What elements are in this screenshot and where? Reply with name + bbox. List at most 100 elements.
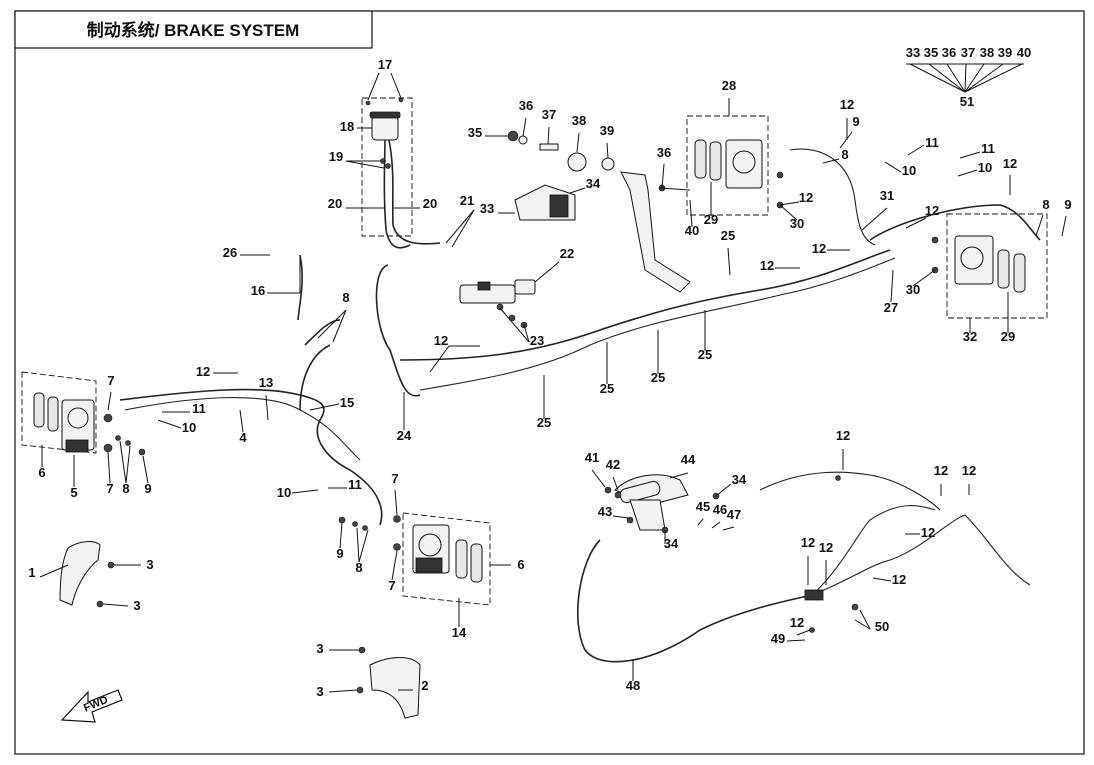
callout-c15: 15 bbox=[340, 395, 354, 410]
rear-caliper-group-32 bbox=[931, 213, 1048, 319]
reservoir-group bbox=[361, 97, 441, 249]
leader-line bbox=[591, 469, 606, 488]
callout-c25a: 25 bbox=[721, 228, 735, 243]
callout-c20a: 20 bbox=[328, 196, 342, 211]
callout-c4: 4 bbox=[239, 430, 247, 445]
callout-c12a: 12 bbox=[196, 364, 210, 379]
leader-line bbox=[859, 609, 871, 630]
leader-line bbox=[429, 345, 450, 373]
leader-line bbox=[367, 72, 380, 101]
callout-c25e: 25 bbox=[537, 415, 551, 430]
leader-line bbox=[907, 144, 925, 156]
callout-c12l: 12 bbox=[921, 525, 935, 540]
leader-line bbox=[1035, 214, 1044, 237]
leader-line bbox=[1061, 215, 1067, 237]
callout-c8b: 8 bbox=[122, 481, 129, 496]
callout-c24: 24 bbox=[397, 428, 412, 443]
leader-line bbox=[345, 160, 385, 169]
leader-line bbox=[779, 204, 798, 221]
leader-line bbox=[786, 639, 806, 642]
callout-c12e: 12 bbox=[925, 203, 939, 218]
callout-c20b: 20 bbox=[423, 196, 437, 211]
callout-c51: 51 bbox=[960, 94, 974, 109]
callout-c12f: 12 bbox=[812, 241, 826, 256]
leader-line bbox=[332, 309, 347, 343]
callout-c7c: 7 bbox=[391, 471, 398, 486]
leader-line bbox=[394, 489, 398, 516]
leader-line bbox=[547, 126, 550, 145]
callout-c9c: 9 bbox=[852, 114, 859, 129]
callout-c8a: 8 bbox=[342, 290, 349, 305]
callout-c12i: 12 bbox=[836, 428, 850, 443]
callout-c6b: 6 bbox=[517, 557, 524, 572]
callout-c29a: 29 bbox=[704, 212, 718, 227]
callout-c12k: 12 bbox=[962, 463, 976, 478]
callout-c11c: 11 bbox=[925, 135, 939, 150]
kit-bracket bbox=[906, 63, 1024, 93]
callout-c44: 44 bbox=[681, 452, 696, 467]
callout-c17: 17 bbox=[378, 57, 392, 72]
leader-line bbox=[884, 161, 902, 173]
leader-line bbox=[612, 515, 629, 519]
leader-line bbox=[839, 131, 853, 149]
callout-c10d: 10 bbox=[978, 160, 992, 175]
callout-c37a: 37 bbox=[542, 107, 556, 122]
leader-line bbox=[669, 472, 689, 479]
callout-c50: 50 bbox=[875, 619, 889, 634]
callout-c25d: 25 bbox=[600, 381, 614, 396]
leader-line bbox=[689, 199, 693, 228]
leader-line bbox=[390, 72, 402, 99]
callout-c32: 32 bbox=[963, 329, 977, 344]
fwd-arrow-icon: FWD bbox=[60, 689, 123, 723]
leader-line bbox=[711, 521, 721, 529]
front-right-caliper-group bbox=[338, 512, 491, 606]
callout-c8e: 8 bbox=[1042, 197, 1049, 212]
leader-line bbox=[39, 564, 69, 578]
callout-c48: 48 bbox=[626, 678, 640, 693]
callout-c38a: 38 bbox=[572, 113, 586, 128]
leader-line bbox=[722, 526, 735, 531]
callout-c1: 1 bbox=[28, 565, 35, 580]
callout-c14: 14 bbox=[452, 625, 467, 640]
front-left-caliper-group bbox=[21, 371, 146, 456]
callout-c12b: 12 bbox=[434, 333, 448, 348]
diagram-frame bbox=[14, 10, 1085, 755]
callout-c29b: 29 bbox=[1001, 329, 1015, 344]
leader-line bbox=[451, 209, 475, 248]
leader-lines bbox=[39, 72, 1067, 693]
leader-line bbox=[957, 169, 978, 177]
leader-line bbox=[912, 269, 936, 287]
brake-lines bbox=[119, 148, 1041, 526]
leader-line bbox=[391, 550, 398, 581]
guard-plate-2 bbox=[356, 646, 421, 719]
leader-line bbox=[569, 187, 586, 194]
callout-c21: 21 bbox=[460, 193, 474, 208]
leader-line bbox=[872, 577, 892, 582]
callout-k39: 39 bbox=[998, 45, 1012, 60]
callout-c10b: 10 bbox=[277, 485, 291, 500]
leader-line bbox=[328, 689, 358, 693]
diagram-title: 制动系统/ BRAKE SYSTEM bbox=[87, 20, 300, 40]
leader-line bbox=[522, 117, 527, 137]
callout-c30a: 30 bbox=[790, 216, 804, 231]
callout-c47: 47 bbox=[727, 507, 741, 522]
callout-c40a: 40 bbox=[685, 223, 699, 238]
callout-c26: 26 bbox=[223, 245, 237, 260]
callout-c39a: 39 bbox=[600, 123, 614, 138]
callout-c5: 5 bbox=[70, 485, 77, 500]
leader-line bbox=[959, 151, 981, 159]
callout-c3c: 3 bbox=[316, 641, 323, 656]
callout-c45: 45 bbox=[696, 499, 710, 514]
callout-c16: 16 bbox=[251, 283, 265, 298]
leader-line bbox=[291, 489, 319, 494]
leader-line bbox=[102, 603, 129, 607]
callout-c11d: 11 bbox=[981, 141, 995, 156]
leader-line bbox=[265, 394, 269, 421]
callout-c8c: 8 bbox=[355, 560, 362, 575]
callout-k35: 35 bbox=[924, 45, 938, 60]
callout-c7d: 7 bbox=[388, 578, 395, 593]
leader-line bbox=[125, 445, 131, 484]
callout-c3b: 3 bbox=[133, 598, 140, 613]
callout-c34c: 34 bbox=[664, 536, 679, 551]
leader-line bbox=[356, 527, 360, 563]
